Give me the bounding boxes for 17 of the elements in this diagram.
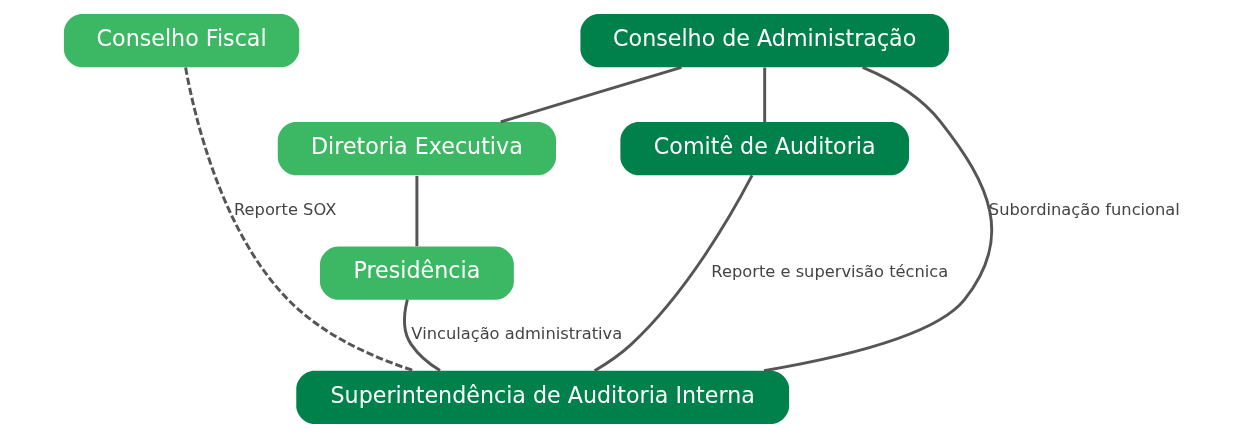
connector [183,67,414,373]
edge-label: Reporte SOX [233,200,336,219]
connector [593,174,753,372]
node-box: Conselho de Administração [579,14,949,68]
connector [762,67,766,122]
connector [414,175,418,247]
edge-label: Reporte e supervisão técnica [710,262,948,282]
node-box: Conselho Fiscal [63,14,299,68]
connector [763,66,993,373]
edge-label: Vinculação administrativa [410,324,622,344]
connector [499,65,682,124]
connector [402,299,441,372]
node-box: Diretoria Executiva [277,122,556,176]
edge-label: Subordinação funcional [988,200,1180,219]
node-box: Superintendência de Auditoria Interna [295,370,789,424]
node-box: Comitê de Auditoria [619,122,909,176]
node-box: Presidência [319,246,514,300]
